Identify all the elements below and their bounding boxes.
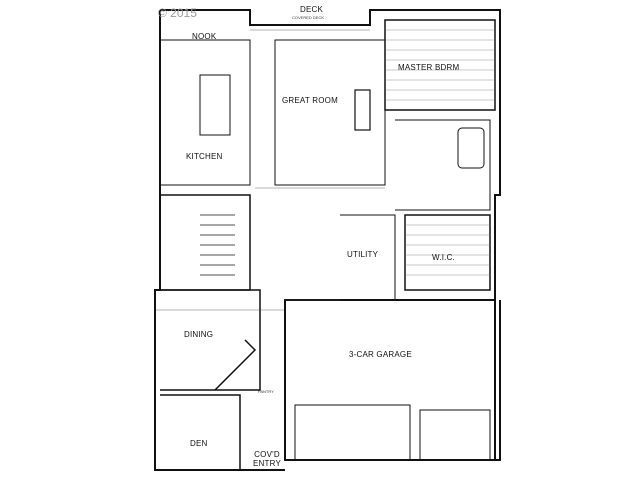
stair-walls xyxy=(160,194,251,291)
garage-walls xyxy=(285,299,496,461)
dimension-lines xyxy=(155,29,385,311)
room-label-master-bdrm: MASTER BDRM xyxy=(398,63,460,72)
dining-angled-wall xyxy=(214,339,257,391)
bathtub xyxy=(457,127,485,169)
den-walls xyxy=(160,394,241,471)
room-label-nook: NOOK xyxy=(192,32,217,41)
room-label-kitchen: KITCHEN xyxy=(186,152,223,161)
copyright-watermark: © 2015 xyxy=(158,6,197,20)
room-label-covered-deck: COVERED DECK xyxy=(292,15,325,20)
room-label-dining: DINING xyxy=(184,330,214,339)
room-label-wic: W.I.C. xyxy=(432,253,455,262)
room-label-garage: 3-CAR GARAGE xyxy=(349,350,412,359)
room-label-covd-entry: COV'D ENTRY xyxy=(253,450,281,468)
room-label-den: DEN xyxy=(190,439,208,448)
great-room-walls xyxy=(274,39,386,186)
room-label-great-room: GREAT ROOM xyxy=(282,96,338,105)
exterior-wall-west xyxy=(154,10,285,471)
room-label-deck: DECK xyxy=(300,5,324,14)
master-bdrm-hatch xyxy=(385,29,495,101)
room-label-pantry: PANTRY xyxy=(258,389,274,394)
bath-walls xyxy=(395,119,491,211)
garage-door-2 xyxy=(419,409,491,461)
kitchen-walls xyxy=(160,39,251,186)
garage-door-1 xyxy=(294,404,411,461)
stairs xyxy=(200,214,235,276)
kitchen-island xyxy=(199,74,231,136)
fireplace xyxy=(354,89,371,131)
wic-hatch xyxy=(405,224,490,276)
dining-walls xyxy=(160,289,261,391)
exterior-wall xyxy=(160,9,501,461)
room-label-utility: UTILITY xyxy=(347,250,379,259)
